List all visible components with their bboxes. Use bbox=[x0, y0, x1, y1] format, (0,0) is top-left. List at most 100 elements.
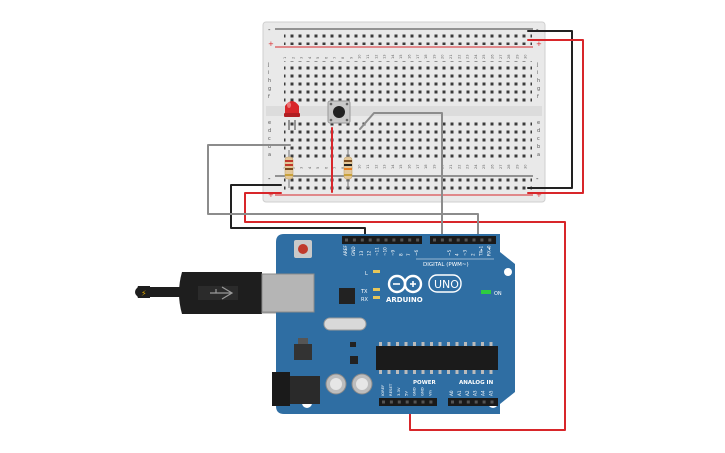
column-number: 7 bbox=[333, 167, 337, 169]
led-on bbox=[481, 290, 491, 294]
header-pin[interactable] bbox=[345, 238, 348, 242]
mounting-hole bbox=[504, 268, 512, 276]
header-pin[interactable] bbox=[440, 238, 444, 242]
column-number: 19 bbox=[432, 164, 436, 169]
breadboard: - + - + - + - + jjiihhggffeeddccbbaa1122… bbox=[262, 21, 546, 203]
column-number: 30 bbox=[524, 54, 528, 59]
digital-pin-label: TX▸1 bbox=[478, 245, 483, 257]
chip-pin bbox=[379, 342, 382, 346]
wire-red-rail-bridge bbox=[527, 39, 584, 194]
column-number: 3 bbox=[300, 57, 304, 59]
analog-pin-label: A5 bbox=[489, 390, 494, 396]
analog-pin-label: A4 bbox=[481, 390, 486, 396]
upper-terminal-holes bbox=[284, 61, 532, 103]
row-letter: d bbox=[268, 128, 271, 134]
rail-minus-top-left: - bbox=[268, 26, 271, 34]
header-pin[interactable] bbox=[384, 238, 388, 242]
row-letter: c bbox=[268, 136, 271, 142]
row-letter: h bbox=[268, 78, 271, 84]
column-number: 9 bbox=[349, 56, 353, 59]
header-pin[interactable] bbox=[464, 238, 468, 242]
model-badge bbox=[428, 274, 462, 293]
header-pin[interactable] bbox=[482, 400, 486, 404]
header-pin[interactable] bbox=[400, 238, 404, 242]
header-pin[interactable] bbox=[472, 238, 476, 242]
chip-pin bbox=[472, 342, 476, 346]
chip-pin bbox=[387, 342, 391, 346]
header-pin[interactable] bbox=[451, 400, 454, 404]
digital-pin-label: ~9 bbox=[390, 249, 395, 256]
chip-pin bbox=[379, 370, 382, 374]
header-pin[interactable] bbox=[456, 238, 460, 242]
analog-pin-label: A3 bbox=[473, 390, 478, 396]
row-letter: j bbox=[267, 62, 269, 68]
analog-pin-label: A2 bbox=[465, 390, 470, 396]
header-pin[interactable] bbox=[488, 238, 492, 242]
pushbutton[interactable] bbox=[327, 100, 351, 124]
column-number: 11 bbox=[366, 54, 370, 59]
capacitor bbox=[351, 373, 373, 395]
row-letter: f bbox=[537, 94, 539, 100]
header-pin[interactable] bbox=[408, 238, 412, 242]
voltage-regulator bbox=[294, 344, 312, 360]
column-number: 17 bbox=[416, 164, 420, 169]
header-pin[interactable] bbox=[458, 400, 462, 404]
wire-gray-button bbox=[359, 112, 443, 241]
column-number: 8 bbox=[341, 56, 345, 59]
header-pin[interactable] bbox=[421, 400, 425, 404]
power-pin-label: Vin bbox=[427, 389, 432, 396]
header-pin[interactable] bbox=[360, 238, 364, 242]
rail-minus-bottom-right: - bbox=[536, 175, 539, 183]
digital-pin-label: 7 bbox=[406, 253, 411, 256]
header-pin[interactable] bbox=[490, 400, 494, 404]
arduino-logo bbox=[387, 274, 423, 294]
resistor-button[interactable] bbox=[343, 150, 353, 188]
column-number: 15 bbox=[399, 54, 403, 59]
chip-pin bbox=[464, 342, 467, 346]
column-number: 2 bbox=[291, 57, 295, 59]
header-pin[interactable] bbox=[466, 400, 470, 404]
header-pin[interactable] bbox=[397, 400, 401, 404]
column-number: 19 bbox=[432, 54, 436, 59]
column-number: 6 bbox=[325, 166, 329, 169]
header-pin[interactable] bbox=[405, 400, 409, 404]
header-pin[interactable] bbox=[352, 238, 356, 242]
power-pin-label: 5V bbox=[404, 391, 409, 396]
red-led[interactable] bbox=[284, 101, 300, 130]
header-pin[interactable] bbox=[413, 400, 417, 404]
header-pin[interactable] bbox=[433, 238, 436, 242]
header-pin[interactable] bbox=[368, 238, 372, 242]
usb-chip bbox=[339, 288, 355, 304]
header-pin[interactable] bbox=[389, 400, 393, 404]
header-pin[interactable] bbox=[474, 400, 478, 404]
wire-red-5v bbox=[244, 192, 566, 431]
column-number: 16 bbox=[408, 54, 412, 59]
digital-pin-label: 8 bbox=[398, 253, 403, 256]
label-on: ON bbox=[494, 291, 502, 297]
column-number: 16 bbox=[408, 164, 412, 169]
chip-pin bbox=[455, 342, 459, 346]
wire-gray-led bbox=[207, 144, 479, 241]
header-pin[interactable] bbox=[376, 238, 380, 242]
rail-plus-top-left: + bbox=[268, 40, 274, 48]
row-letter: a bbox=[268, 152, 271, 158]
header-pin[interactable] bbox=[382, 400, 385, 404]
header-pin[interactable] bbox=[429, 400, 433, 404]
header-pin[interactable] bbox=[392, 238, 396, 242]
chip-pin bbox=[438, 342, 442, 346]
column-number: 21 bbox=[449, 164, 453, 169]
column-number: 24 bbox=[474, 54, 478, 59]
model-label: UNO bbox=[434, 278, 459, 291]
column-number: 6 bbox=[325, 56, 329, 59]
header-pin[interactable] bbox=[448, 238, 452, 242]
column-number: 28 bbox=[507, 164, 511, 169]
row-letter: b bbox=[268, 144, 271, 150]
header-pin[interactable] bbox=[480, 238, 484, 242]
header-pin[interactable] bbox=[416, 238, 420, 242]
resistor-led[interactable] bbox=[284, 150, 294, 188]
column-number: 8 bbox=[341, 166, 345, 169]
column-number: 29 bbox=[515, 164, 519, 169]
chip-pin bbox=[464, 370, 467, 374]
top-rail-holes bbox=[284, 31, 532, 45]
